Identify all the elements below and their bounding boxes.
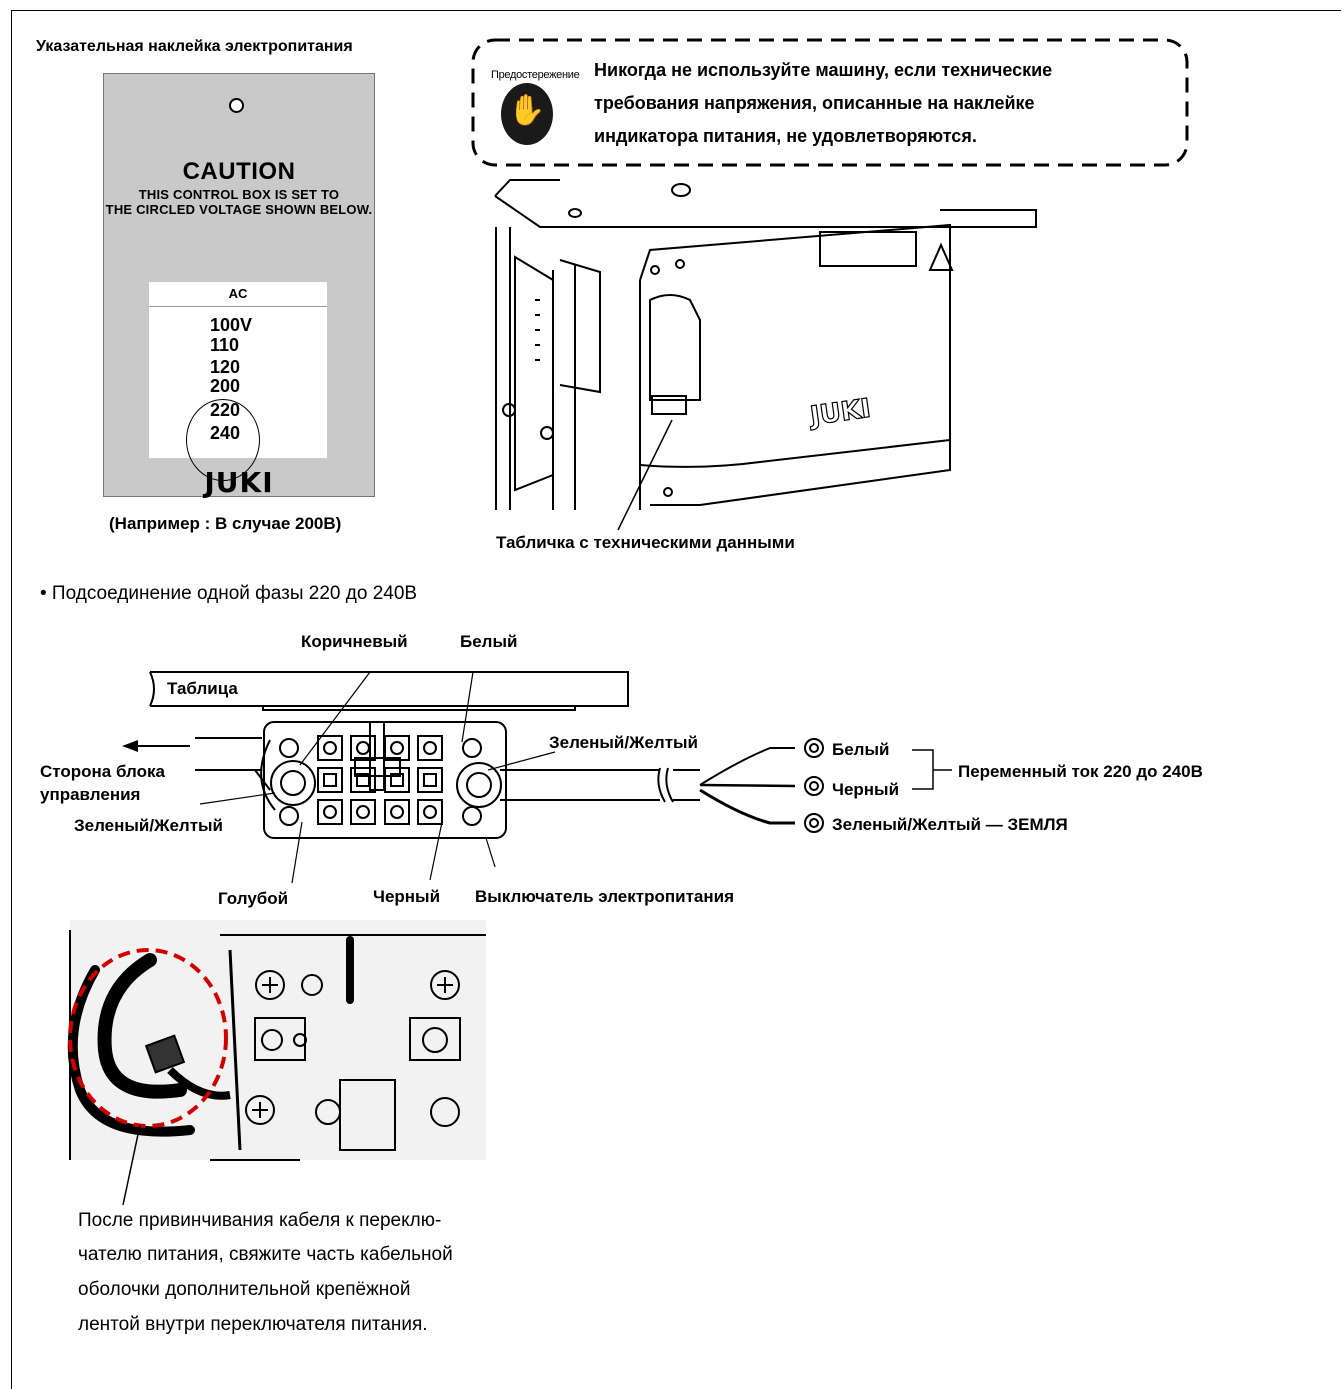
caution-icon: ✋ Предостережение xyxy=(491,69,580,151)
voltage-label-sticker: CAUTION THIS CONTROL BOX IS SET TO THE C… xyxy=(103,73,375,499)
voltage-120: 120 xyxy=(210,357,241,377)
sticker-line-1: THIS CONTROL BOX IS SET TO xyxy=(138,187,340,202)
label-control-side-1: Сторона блока xyxy=(40,762,165,781)
label-power-switch: Выключатель электропитания xyxy=(475,887,734,906)
warning-dashed-box xyxy=(471,38,1189,167)
warning-line-3: индикатора питания, не удовлетворяются. xyxy=(594,126,977,146)
sticker-title: Указательная наклейка электропитания xyxy=(36,38,353,55)
sticker-ac: AC xyxy=(228,286,248,301)
wiring-leaders xyxy=(199,671,556,884)
photo-leader xyxy=(122,1124,141,1206)
control-side-arrowhead xyxy=(122,740,138,752)
label-white-top: Белый xyxy=(460,632,518,651)
label-table: Таблица xyxy=(167,679,238,698)
wiring-heading: • Подсоединение одной фазы 220 до 240В xyxy=(40,583,418,604)
sticker-example-caption: (Например : В случае 200В) xyxy=(109,514,342,533)
label-wire-white: Белый xyxy=(832,740,890,759)
sticker-line-2: THE CIRCLED VOLTAGE SHOWN BELOW. xyxy=(105,202,373,217)
switch-photo xyxy=(67,920,486,1161)
label-green-yellow-right: Зеленый/Желтый xyxy=(549,733,699,752)
label-blue: Голубой xyxy=(218,889,289,908)
mounting-hole-icon xyxy=(229,98,244,113)
label-black-bottom: Черный xyxy=(373,887,441,906)
voltage-200: 200 xyxy=(210,376,241,396)
caution-icon-label: Предостережение xyxy=(491,69,580,81)
highlight-circle xyxy=(68,948,228,1128)
label-wire-black: Черный xyxy=(832,780,900,799)
selected-voltage-circle xyxy=(186,399,260,481)
voltage-table: AC 100V 110 120 200 220 240 xyxy=(149,282,327,481)
voltage-100: 100V xyxy=(210,315,253,335)
page-frame xyxy=(11,10,1341,1389)
note-line-3: оболочки дополнительной крепёжной xyxy=(78,1279,411,1300)
label-green-yellow-left: Зеленый/Желтый xyxy=(74,816,224,835)
sticker-caution: CAUTION xyxy=(182,158,296,185)
note-line-2: чателю питания, свяжите часть кабельной xyxy=(78,1244,453,1265)
label-control-side-2: управления xyxy=(40,785,141,804)
warning-line-2: требования напряжения, описанные на накл… xyxy=(594,93,1035,113)
warning-line-1: Никогда не используйте машину, если техн… xyxy=(594,60,1053,80)
label-wire-ground: Зеленый/Желтый — ЗЕМЛЯ xyxy=(832,815,1068,834)
control-box-illustration xyxy=(494,179,1037,510)
hand-icon: ✋ xyxy=(508,94,546,127)
juki-logo: JUKI xyxy=(204,466,274,499)
label-ac-range: Переменный ток 220 до 240В xyxy=(958,762,1203,781)
machine-logo-outline: JUKI xyxy=(806,394,872,432)
voltage-table-rule xyxy=(149,306,327,307)
caution-disc xyxy=(501,83,553,145)
nameplate-leader xyxy=(617,419,673,531)
note-line-4: лентой внутри переключателя питания. xyxy=(78,1314,428,1335)
nameplate-label: Табличка с техническими данными xyxy=(496,533,795,552)
label-brown: Коричневый xyxy=(301,632,408,651)
wiring-diagram xyxy=(149,671,952,839)
voltage-110: 110 xyxy=(210,335,240,355)
note-line-1: После привинчивания кабеля к переклю- xyxy=(78,1210,442,1231)
